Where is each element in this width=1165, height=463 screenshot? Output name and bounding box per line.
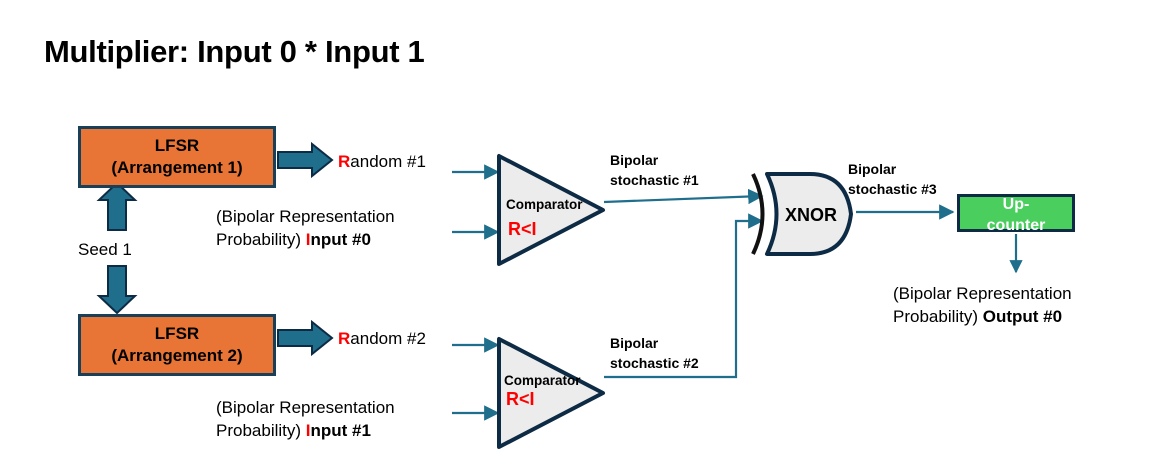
random-1-rest: andom #1 — [350, 152, 426, 171]
output-0-prefix: Probability) — [893, 307, 983, 327]
lfsr1-line2: (Arrangement 1) — [111, 158, 243, 177]
comparator-1-name: Comparator — [506, 197, 583, 212]
comparator-2-triangle — [497, 337, 605, 449]
random-2-label: Random #2 — [338, 327, 426, 350]
input-0-line1: (Bipolar Representation — [216, 207, 395, 226]
lfsr2-line1: LFSR — [154, 323, 200, 343]
comparator-1-rel-op: < — [521, 219, 532, 239]
bipolar-stochastic-1-label: Bipolar stochastic #1 — [610, 151, 699, 191]
comparator-1-block[interactable]: Comparator R<I — [490, 150, 610, 270]
xnor-label: XNOR — [785, 205, 837, 225]
xnor-body — [765, 172, 853, 256]
seed-label: Seed 1 — [78, 240, 132, 259]
input-1-line2: Probability) Input #1 — [216, 419, 395, 442]
lfsr2-line2: (Arrangement 2) — [111, 346, 243, 365]
input-1-rest: nput #1 — [310, 421, 371, 441]
up-counter-block[interactable] — [957, 194, 1075, 232]
comparator-2-rel-right: I — [530, 389, 535, 409]
stoch-3-line1: Bipolar — [848, 161, 897, 177]
comparator-1-rel-left: R — [508, 219, 521, 239]
lfsr1-line1: LFSR — [154, 135, 200, 155]
comparator-2-rel-op: < — [519, 389, 530, 409]
output-0-bold: Output #0 — [982, 307, 1063, 327]
lfsr1-random-block-arrow — [277, 141, 334, 179]
wire-comparator2-to-xnor — [604, 213, 764, 379]
bipolar-stochastic-2-label: Bipolar stochastic #2 — [610, 334, 699, 374]
lfsr-arrangement-2-block[interactable]: LFSR (Arrangement 2) — [78, 314, 276, 376]
stoch-2-line1: Bipolar — [610, 335, 659, 351]
output-0-line2: Probability) Output #0 — [893, 305, 1072, 328]
seed-down-block-arrow — [96, 265, 138, 315]
input-0-label: (Bipolar Representation Probability) Inp… — [216, 205, 395, 252]
comparator-1-triangle — [497, 154, 605, 266]
page-title: Multiplier: Input 0 * Input 1 — [44, 34, 425, 69]
input-0-line2: Probability) Input #0 — [216, 228, 395, 251]
stoch-3-line2: stochastic #3 — [848, 180, 937, 197]
comparator-1-relation: R<I — [508, 219, 537, 239]
input-1-label: (Bipolar Representation Probability) Inp… — [216, 396, 395, 443]
comparator-2-rel-left: R — [506, 389, 519, 409]
input-0-prefix: Probability) — [216, 230, 306, 250]
random-1-initial: R — [338, 152, 351, 171]
output-0-line1: (Bipolar Representation — [893, 284, 1072, 303]
up-counter-line2: counter — [986, 217, 1046, 235]
lfsr-arrangement-1-block[interactable]: LFSR (Arrangement 1) — [78, 126, 276, 188]
random-2-initial: R — [338, 329, 351, 348]
stoch-1-line1: Bipolar — [610, 152, 659, 168]
wire-comparator1-to-xnor — [603, 188, 764, 205]
xnor-gate-block[interactable]: XNOR — [748, 168, 863, 260]
input-0-initial: I — [305, 230, 311, 250]
xnor-xor-arc — [751, 173, 765, 255]
comparator-2-relation: R<I — [506, 389, 535, 409]
up-counter-label: Up- counter — [957, 194, 1075, 237]
bipolar-stochastic-3-label: Bipolar stochastic #3 — [848, 160, 937, 200]
input-0-rest: nput #0 — [310, 230, 371, 250]
lfsr2-random-block-arrow — [277, 319, 334, 357]
output-0-label: (Bipolar Representation Probability) Out… — [893, 282, 1072, 329]
comparator-1-rel-right: I — [532, 219, 537, 239]
input-1-prefix: Probability) — [216, 421, 306, 441]
random-1-label: Random #1 — [338, 150, 426, 173]
stoch-1-line2: stochastic #1 — [610, 171, 699, 188]
up-counter-line1: Up- — [1002, 196, 1030, 213]
comparator-2-name: Comparator — [504, 373, 581, 388]
comparator-2-block[interactable]: Comparator R<I — [490, 333, 610, 453]
stoch-2-line2: stochastic #2 — [610, 354, 699, 371]
random-2-rest: andom #2 — [350, 329, 426, 348]
input-1-initial: I — [305, 421, 311, 441]
input-1-line1: (Bipolar Representation — [216, 398, 395, 417]
seed-up-block-arrow — [96, 181, 138, 231]
